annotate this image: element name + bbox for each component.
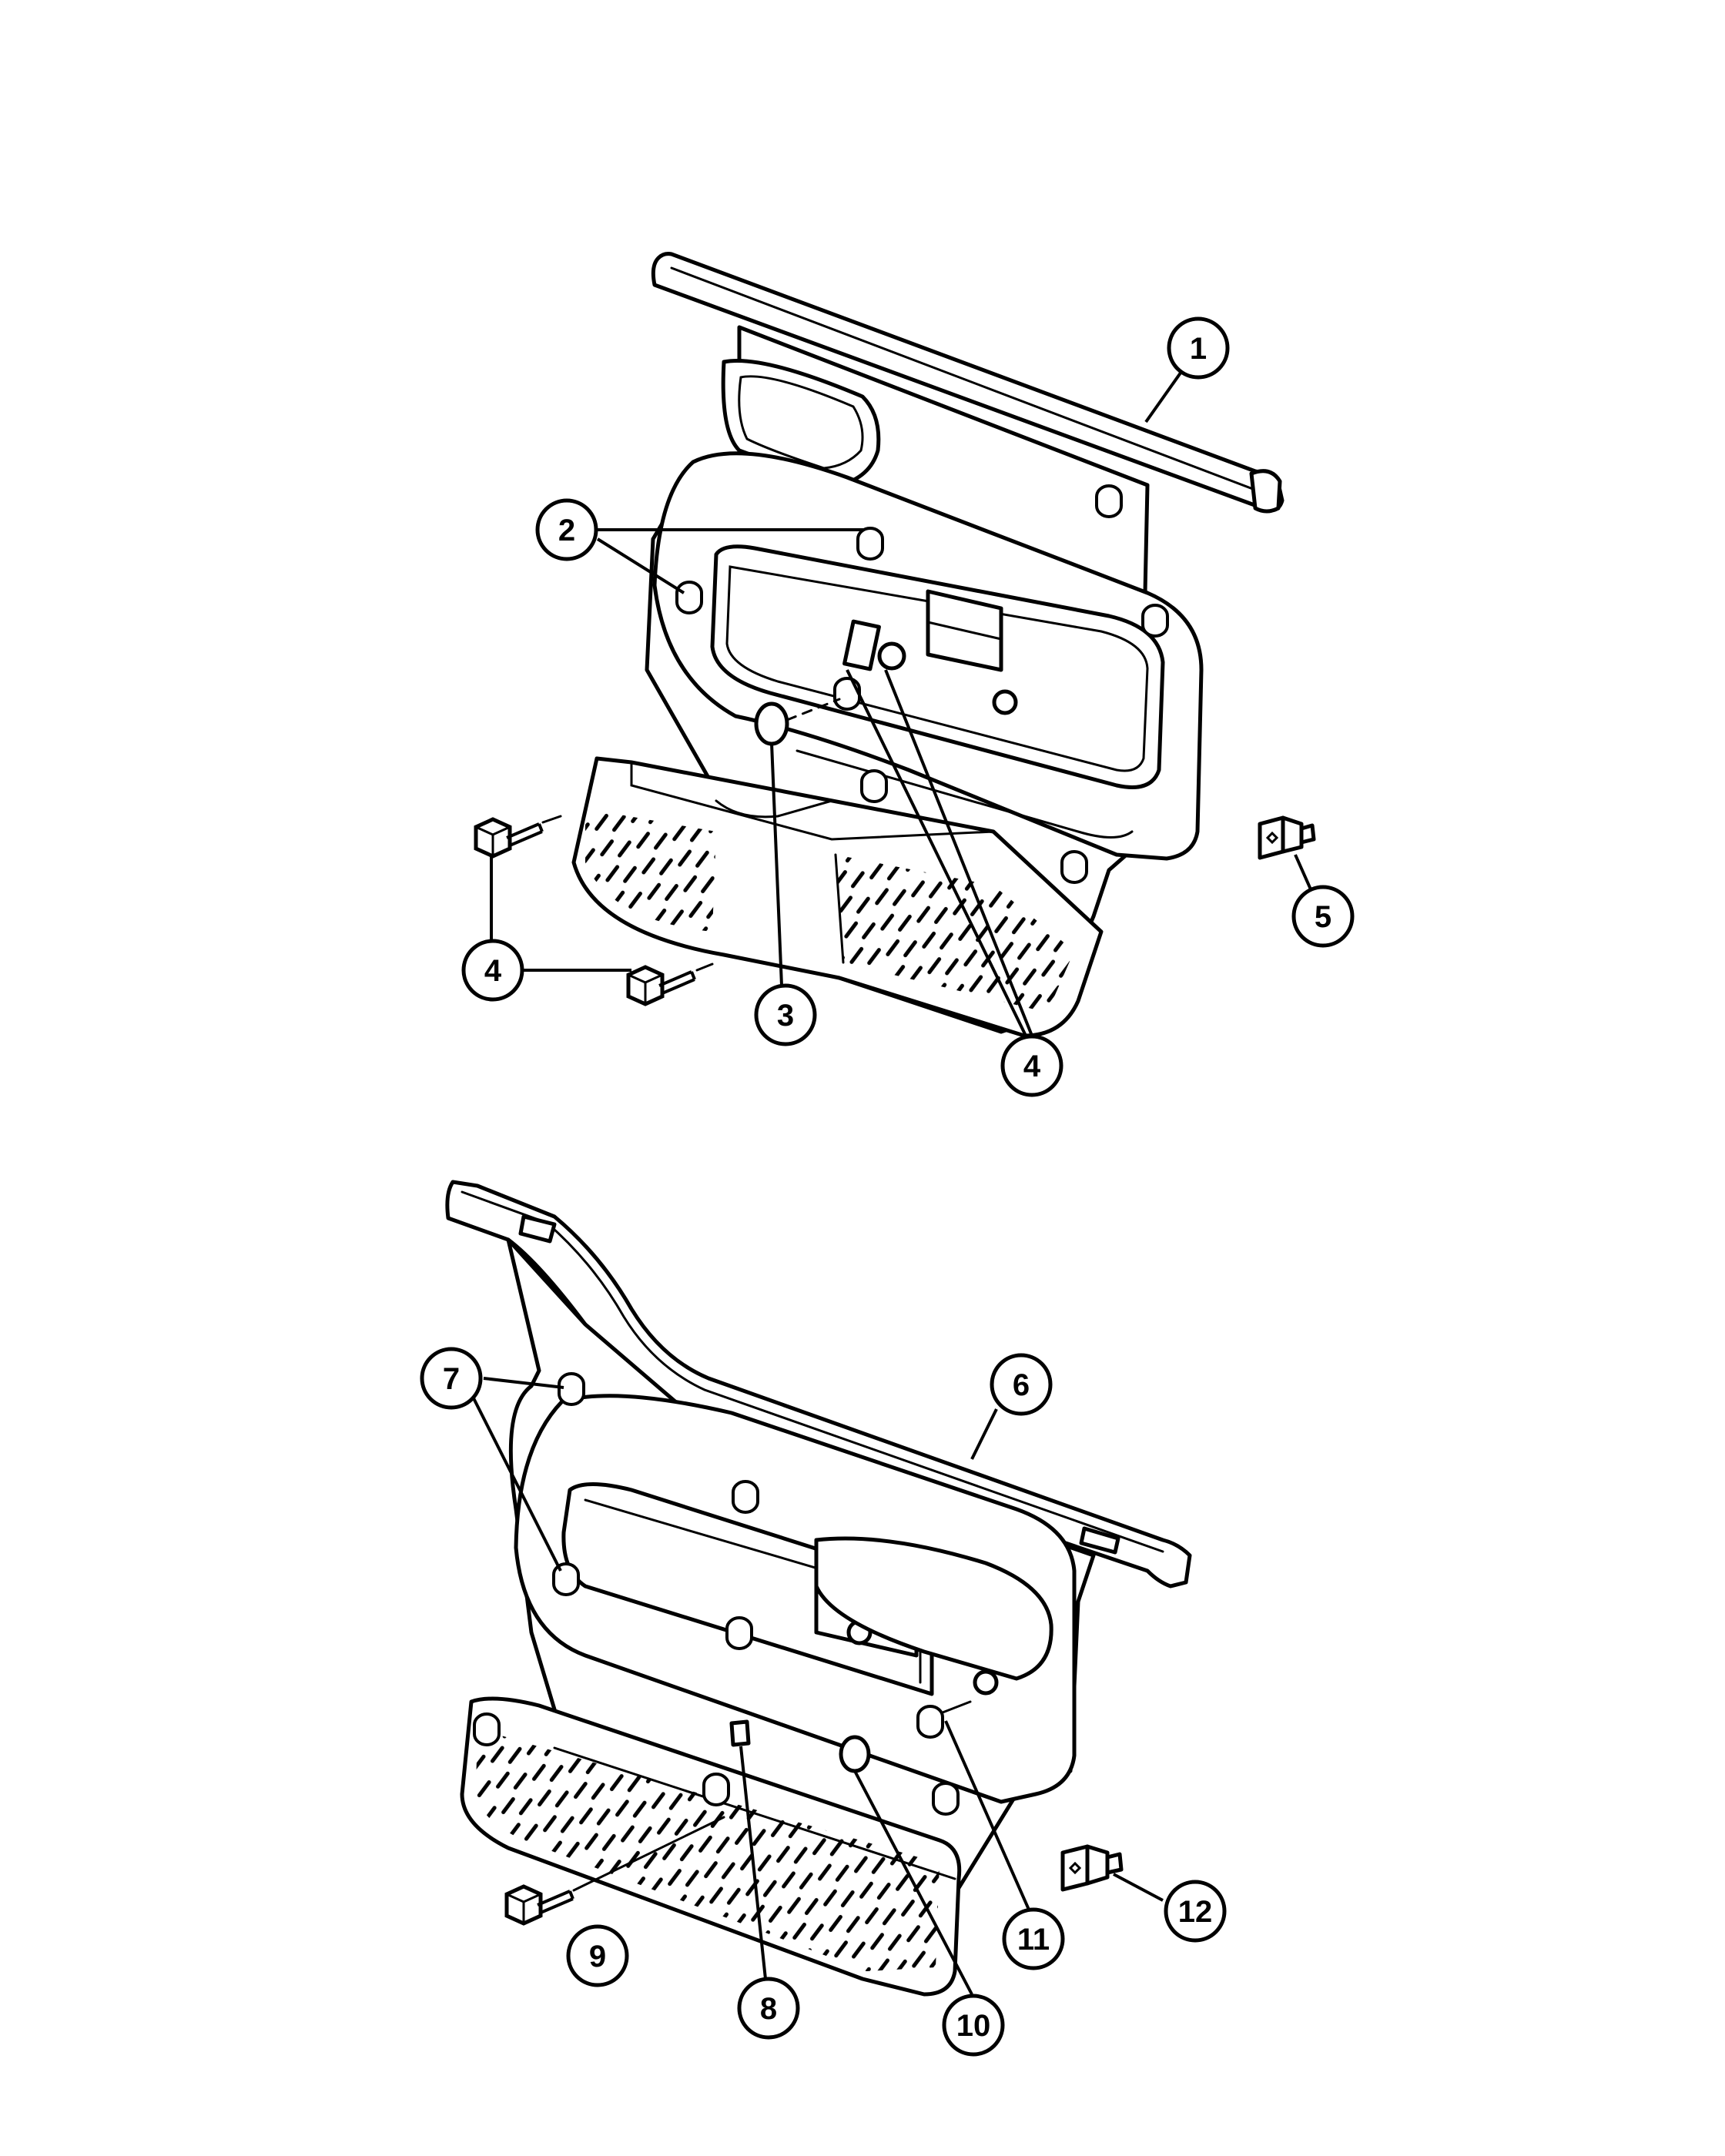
- clip-8: [729, 1719, 751, 1747]
- callout-10-label: 10: [956, 2009, 991, 2043]
- callout-4-right: 4: [1000, 1034, 1063, 1097]
- callout-1-label: 1: [1190, 332, 1207, 366]
- leader-lines: [470, 368, 1312, 1995]
- callout-2: 2: [535, 498, 598, 561]
- callout-2-label: 2: [558, 514, 575, 547]
- callout-9: 9: [566, 1924, 629, 1987]
- callout-3: 3: [754, 983, 817, 1046]
- callout-5: 5: [1291, 885, 1355, 948]
- callout-4-left: 4: [461, 939, 524, 1002]
- callout-12-label: 12: [1178, 1895, 1213, 1929]
- callout-9-label: 9: [589, 1940, 606, 1974]
- callout-12: 12: [1164, 1880, 1227, 1943]
- callout-6: 6: [990, 1353, 1053, 1416]
- callout-7: 7: [420, 1347, 483, 1410]
- callout-11: 11: [1002, 1907, 1065, 1970]
- bolt-4-left-lower: [628, 962, 714, 1004]
- push-clip-12: [1060, 1844, 1124, 1892]
- callout-4-right-label: 4: [1023, 1050, 1041, 1083]
- push-clip-5: [1258, 815, 1316, 860]
- callout-5-label: 5: [1315, 900, 1331, 934]
- callout-11-label: 11: [1017, 1923, 1050, 1957]
- callout-3-label: 3: [777, 999, 794, 1033]
- front-door-trim-panel: [571, 252, 1285, 1038]
- callout-4-left-label: 4: [484, 954, 502, 988]
- callout-10: 10: [942, 1994, 1005, 2057]
- rear-door-trim-panel: [445, 1180, 1192, 1997]
- hole-plug-10: [839, 1735, 871, 1773]
- bolt-9: [507, 1816, 725, 1923]
- bolt-11: [916, 1700, 972, 1739]
- callout-8: 8: [737, 1977, 800, 2040]
- callout-8-label: 8: [760, 1992, 777, 2026]
- callout-1: 1: [1167, 316, 1230, 380]
- callout-6-label: 6: [1013, 1368, 1030, 1402]
- callout-7-label: 7: [443, 1362, 460, 1396]
- bolt-4-left-upper: [476, 815, 562, 856]
